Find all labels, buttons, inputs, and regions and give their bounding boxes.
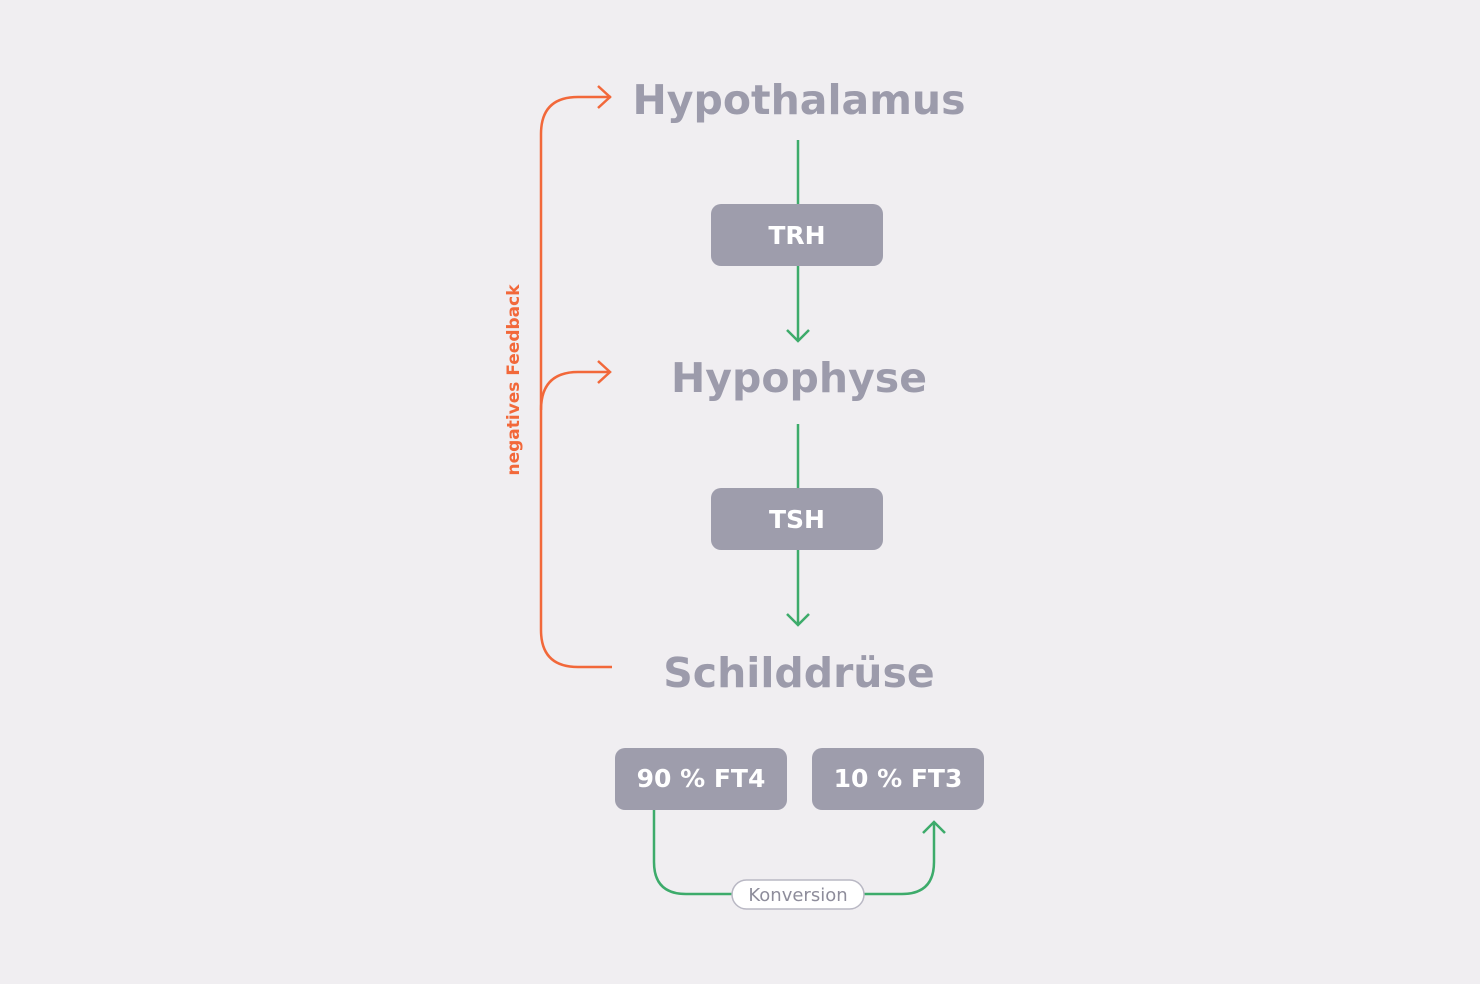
tsh-box: TSH — [711, 488, 883, 550]
hypothalamus-label: Hypothalamus — [632, 76, 965, 124]
ft3-box: 10 % FT3 — [812, 748, 984, 810]
negative-feedback-label: negatives Feedback — [504, 284, 524, 476]
trh-box: TRH — [711, 204, 883, 266]
conversion-pill: Konversion — [731, 879, 865, 910]
ft3-label: 10 % FT3 — [834, 764, 963, 793]
trh-label: TRH — [768, 221, 825, 250]
conversion-label: Konversion — [748, 885, 847, 906]
ft4-box: 90 % FT4 — [615, 748, 787, 810]
hypophyse-label: Hypophyse — [671, 354, 927, 402]
tsh-label: TSH — [769, 505, 825, 534]
ft4-label: 90 % FT4 — [637, 764, 766, 793]
schilddruese-label: Schilddrüse — [663, 649, 934, 697]
negative-feedback-arrows — [539, 85, 612, 669]
